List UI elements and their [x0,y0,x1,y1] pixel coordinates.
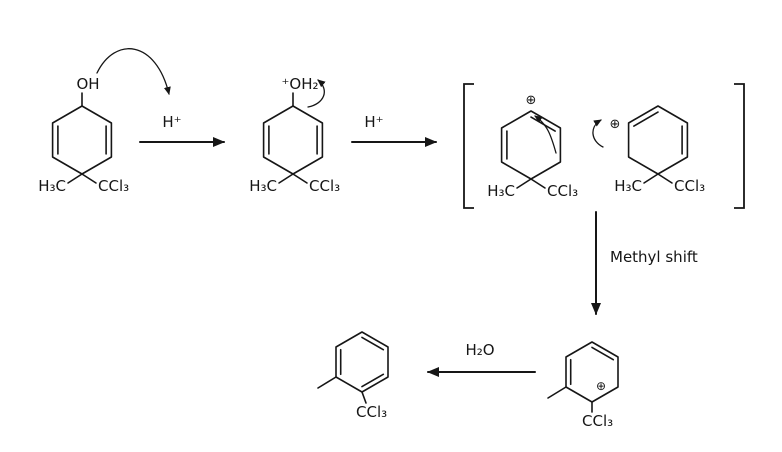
plus-charge-icon: ⊕ [526,93,537,108]
c-methyl-bond [67,173,83,184]
right-bracket [734,83,745,209]
left-bracket [463,83,474,209]
double-bond [361,373,385,388]
electron-pushing-arrow-protonation [96,48,171,95]
hydroxyl-label: OH [76,75,99,93]
methyl-label: H₃C [38,177,66,195]
reaction-step-1: H⁺ [139,113,225,147]
ring [335,331,389,393]
reaction-step-2: H⁺ [351,113,437,147]
shifted-carbocation-structure: ⊕ CCl₃ [547,341,619,430]
methyl-bond [547,386,567,399]
oxonium-label: ⁺OH₂ [281,75,318,93]
ring [627,105,689,175]
h-plus-label: H⁺ [364,113,383,131]
plus-charge-icon: ⊕ [610,117,621,132]
electron-pushing-arrow-resonance [534,115,557,154]
methyl-label: H₃C [249,177,277,195]
reactant-structure: OH H₃C CCl₃ [38,75,129,195]
ring [500,110,562,180]
ring [565,341,619,403]
ccl3-label: CCl₃ [547,182,578,200]
c-ccl3-bond [292,173,308,184]
c-ccl3-bond [530,178,546,189]
c-ccl3-bond [657,173,673,184]
c-methyl-bond [643,173,659,184]
ccl3-label: CCl₃ [582,412,613,430]
c-methyl-bond [278,173,294,184]
ring [262,105,324,175]
ccl3-label: CCl₃ [98,177,129,195]
double-bond [591,346,615,361]
ring [51,105,113,175]
methyl-label: H₃C [487,182,515,200]
carbocation-resonance-right: ⊕ H₃C CCl₃ [592,105,705,195]
ccl3-label: CCl₃ [674,177,705,195]
electron-pushing-arrow-shift [592,119,604,148]
water-label: H₂O [465,341,494,359]
ccl3-label: CCl₃ [356,403,387,421]
product-structure: CCl₃ [317,331,389,421]
methyl-bond [317,376,337,389]
c-methyl-bond [516,178,532,189]
h-plus-label: H⁺ [162,113,181,131]
c-ccl3-bond [81,173,97,184]
c-ccl3-bond [361,391,367,404]
carbocation-resonance-left: ⊕ H₃C CCl₃ [487,93,578,200]
protonated-intermediate-structure: ⁺OH₂ H₃C CCl₃ [249,75,340,195]
methyl-label: H₃C [614,177,642,195]
electron-pushing-arrow-water-leaving [307,79,326,108]
ccl3-label: CCl₃ [309,177,340,195]
double-bond [633,111,659,127]
reaction-step-4: H₂O [427,341,536,377]
reaction-step-3: Methyl shift [591,211,698,315]
methyl-shift-label: Methyl shift [610,248,698,266]
plus-charge-icon: ⊕ [596,379,606,393]
double-bond [361,336,385,351]
